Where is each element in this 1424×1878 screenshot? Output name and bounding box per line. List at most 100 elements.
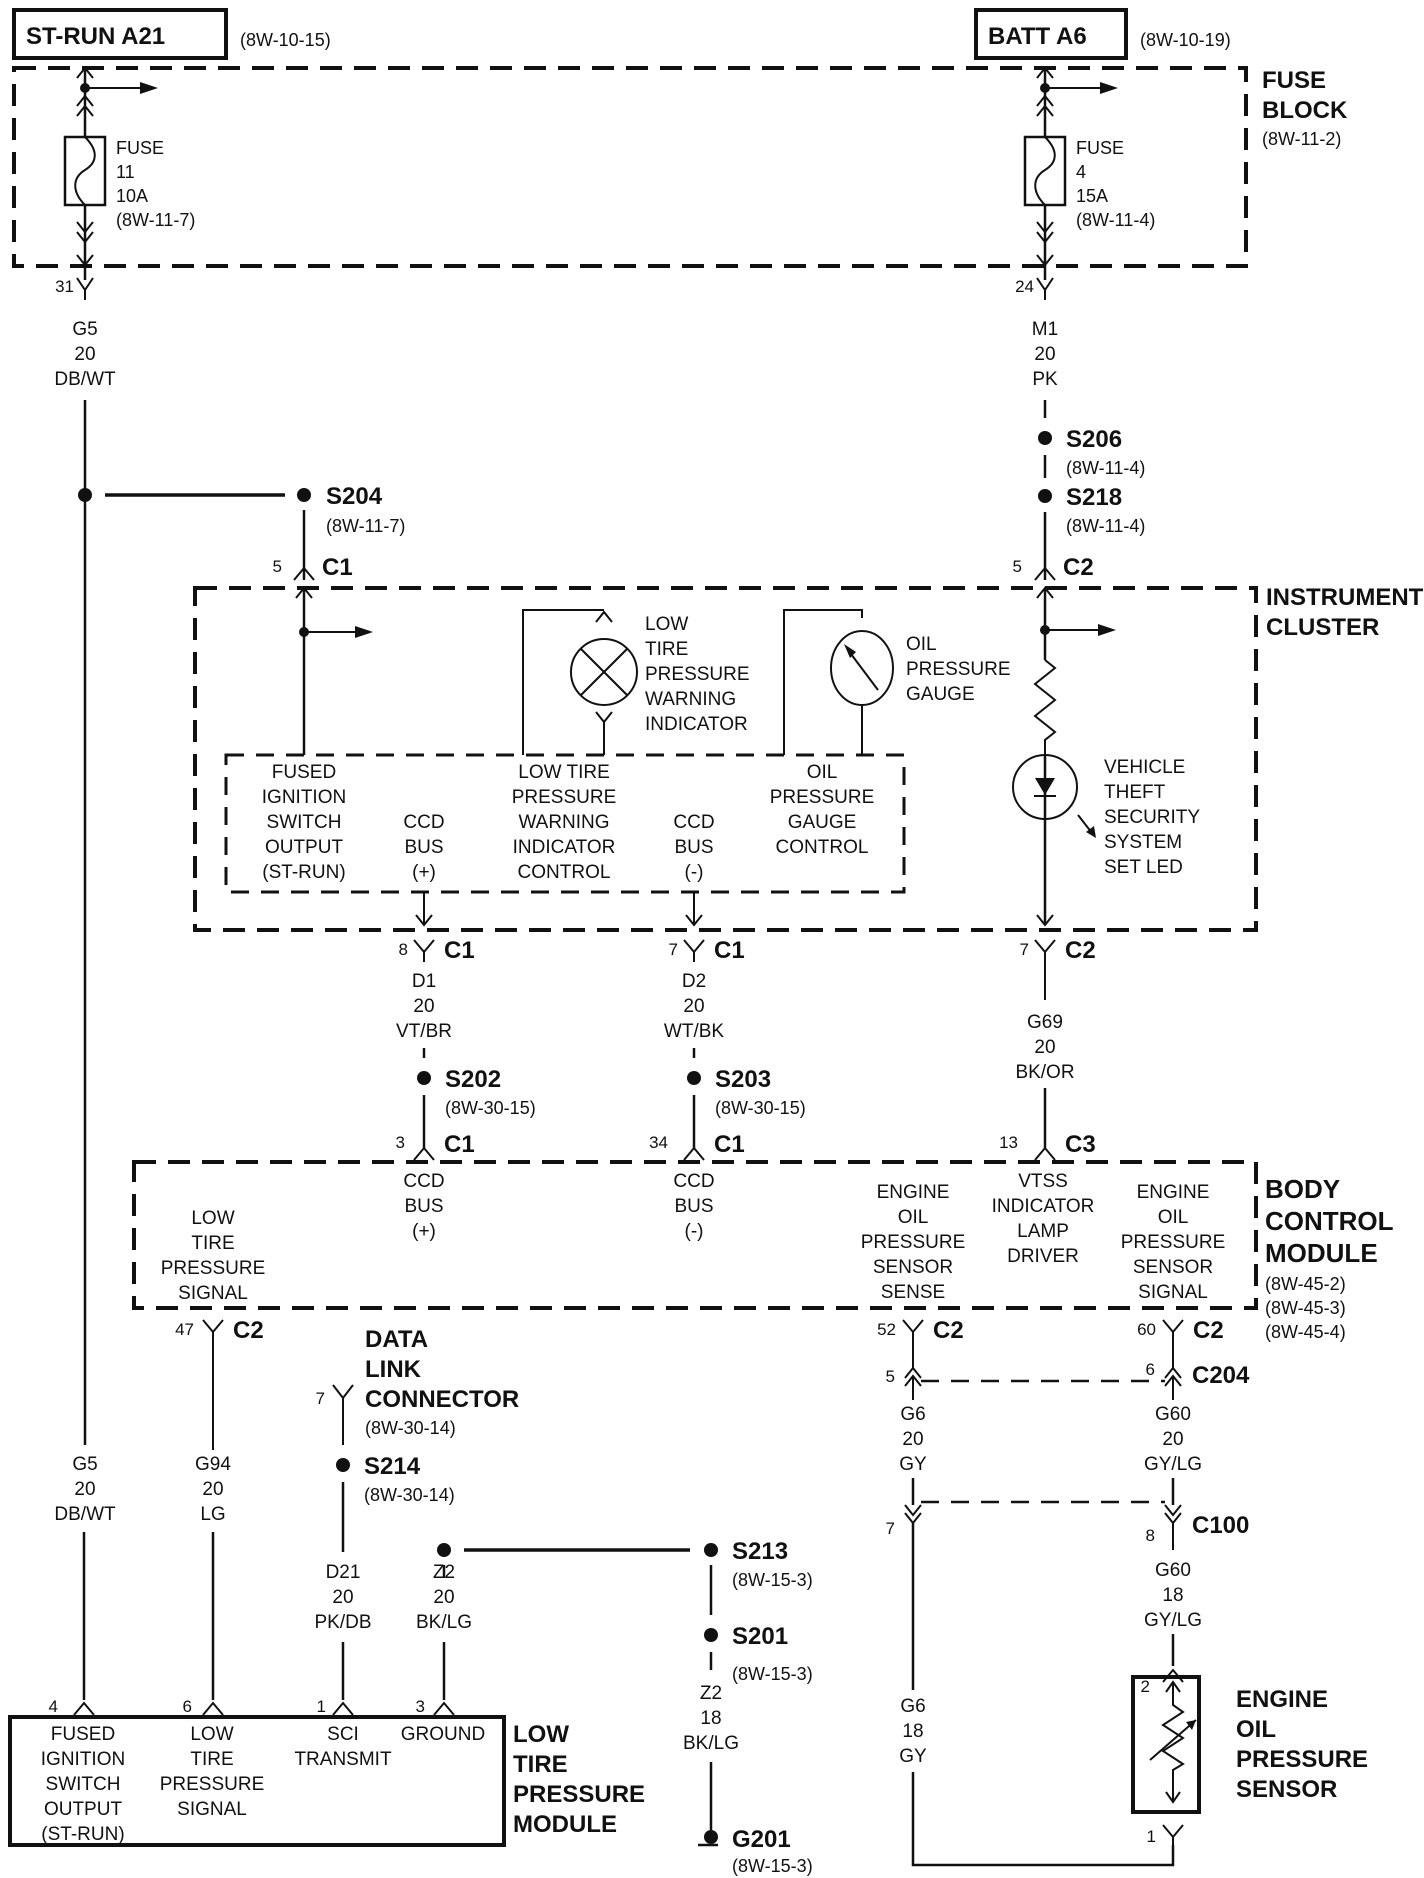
st-run-label: ST-RUN A21 [26, 23, 165, 50]
splice-dot [704, 1628, 718, 1642]
pin-label: CCD [673, 812, 714, 833]
fuse-block-title-2: BLOCK [1262, 97, 1348, 124]
ground-g201: G201 (8W-15-3) [698, 1826, 813, 1876]
low-tire-pressure-module: LOW TIRE PRESSURE MODULE FUSED IGNITION … [8, 1715, 645, 1847]
wire-circuit: G69 [1027, 1012, 1063, 1033]
pin-label: TRANSMIT [294, 1749, 392, 1770]
sensor-title: SENSOR [1236, 1776, 1337, 1803]
wire-g94: G94 20 LG [195, 1454, 231, 1700]
splice-id: S213 [732, 1538, 788, 1565]
wire-d21: D21 20 PK/DB [314, 1562, 372, 1700]
ltpm-title: TIRE [513, 1751, 568, 1778]
connector-name: C100 [1192, 1512, 1249, 1539]
splice-ref: (8W-15-3) [732, 1570, 813, 1590]
pin-label: OUTPUT [44, 1799, 123, 1820]
data-link-connector: DATA LINK CONNECTOR (8W-30-14) 7 [316, 1326, 519, 1445]
splice-ref: (8W-30-14) [364, 1485, 455, 1505]
pin-number: 8 [1146, 1526, 1155, 1545]
wire-gauge: 20 [433, 1587, 454, 1608]
double-connector-icon [1036, 94, 1054, 117]
pin-label: LAMP [1017, 1221, 1069, 1242]
ic-c1-pin-8: 8 C1 [399, 937, 475, 964]
fuse-11-rating: 10A [116, 186, 148, 206]
wire-circuit: G5 [72, 1454, 97, 1475]
wire-gauge: 20 [1034, 344, 1055, 365]
ltpm-title: LOW [513, 1721, 569, 1748]
pin-label: SIGNAL [1138, 1282, 1208, 1303]
splice-ref: (8W-30-15) [715, 1098, 806, 1118]
instrument-cluster-title-2: CLUSTER [1266, 614, 1379, 641]
connector-name: C3 [1065, 1131, 1096, 1158]
ltpm-pins: 4 6 1 3 [49, 1697, 455, 1716]
connector-female-icon [76, 277, 94, 300]
pin-label: (ST-RUN) [41, 1824, 124, 1845]
wire-gauge: 20 [413, 996, 434, 1017]
pin-label: SWITCH [46, 1774, 121, 1795]
connector-name: C1 [714, 1131, 745, 1158]
wire-z2-18: Z2 18 BK/LG [683, 1683, 739, 1830]
fuse-block: FUSE BLOCK (8W-11-2) FUSE 11 10A (8W-11-… [12, 66, 1348, 280]
warning-lamp-icon [570, 638, 638, 706]
connector-arrow-icon [1036, 914, 1054, 927]
splice-dot [1038, 489, 1052, 503]
wire-color: GY [899, 1746, 927, 1767]
wire-gauge: 20 [202, 1479, 223, 1500]
pin-number: 3 [396, 1133, 405, 1152]
bcm-ref: (8W-45-2) [1265, 1274, 1346, 1294]
splice-ref: (8W-11-7) [326, 516, 405, 536]
splice-s203: S203 (8W-30-15) [687, 1066, 806, 1148]
splice-dot [417, 1071, 431, 1085]
pin-label: PRESSURE [861, 1232, 966, 1253]
fuse-block-ref: (8W-11-2) [1262, 129, 1341, 149]
wire-color: GY [899, 1454, 927, 1475]
led-label: SYSTEM [1104, 832, 1182, 853]
pin-label: BUS [674, 1196, 713, 1217]
connector-name: C1 [444, 937, 475, 964]
pin-label: FUSED [272, 762, 336, 783]
pin-label: SENSOR [873, 1257, 953, 1278]
cluster-inner-module [224, 753, 906, 894]
arrow-right-icon [355, 626, 373, 638]
bcm-title-3: MODULE [1265, 1238, 1378, 1268]
splice-s204: S204 (8W-11-7) [78, 483, 405, 580]
pin-label: GROUND [401, 1724, 485, 1745]
wire-gauge: 20 [74, 344, 95, 365]
wire-circuit: Z2 [700, 1683, 722, 1704]
wire-circuit: Z2 [433, 1562, 455, 1583]
wire-color: DB/WT [54, 369, 116, 390]
dlc-title: DATA [365, 1326, 428, 1353]
variable-resistor-icon [1161, 1680, 1185, 1804]
bcm-title-2: CONTROL [1265, 1206, 1394, 1236]
wire-g6-20: G6 20 GY [899, 1404, 927, 1505]
sensor-title: ENGINE [1236, 1686, 1328, 1713]
pin-label: (+) [412, 862, 436, 883]
connector-male-icon [293, 566, 315, 581]
wire-color: WT/BK [664, 1021, 724, 1042]
wire-color: GY/LG [1144, 1454, 1202, 1475]
pin-label: PRESSURE [1121, 1232, 1226, 1253]
pin-label: SCI [327, 1724, 359, 1745]
double-connector-icon [904, 1366, 922, 1400]
double-connector-icon [1164, 1366, 1182, 1400]
pin-number: 4 [49, 1697, 58, 1716]
ground-icon [704, 1830, 718, 1844]
pin-label: FUSED [51, 1724, 115, 1745]
pin-number: 1 [317, 1697, 326, 1716]
fuse-4-label: FUSE [1076, 138, 1124, 158]
splice-id: S204 [326, 483, 383, 510]
gauge-label: GAUGE [906, 684, 975, 705]
dlc-ref: (8W-30-14) [365, 1418, 456, 1438]
wire-color: GY/LG [1144, 1610, 1202, 1631]
splice-s213: S213 (8W-15-3) [704, 1538, 813, 1615]
bcm-c2-pin-47: 47 C2 [175, 1317, 264, 1450]
pin-label: TIRE [191, 1233, 234, 1254]
pin-label: PRESSURE [770, 787, 875, 808]
splice-s214: S214 (8W-30-14) [336, 1453, 455, 1552]
wire-gauge: 18 [902, 1721, 923, 1742]
wire-g69: G69 20 BK/OR [1015, 1012, 1075, 1148]
splice-ref: (8W-30-15) [445, 1098, 536, 1118]
wire-z2-20: Z2 20 BK/LG [416, 1562, 472, 1700]
connector-male-icon [1034, 1146, 1056, 1161]
connector-name: C2 [933, 1317, 964, 1344]
splice-s218: S218 (8W-11-4) [1038, 484, 1145, 580]
